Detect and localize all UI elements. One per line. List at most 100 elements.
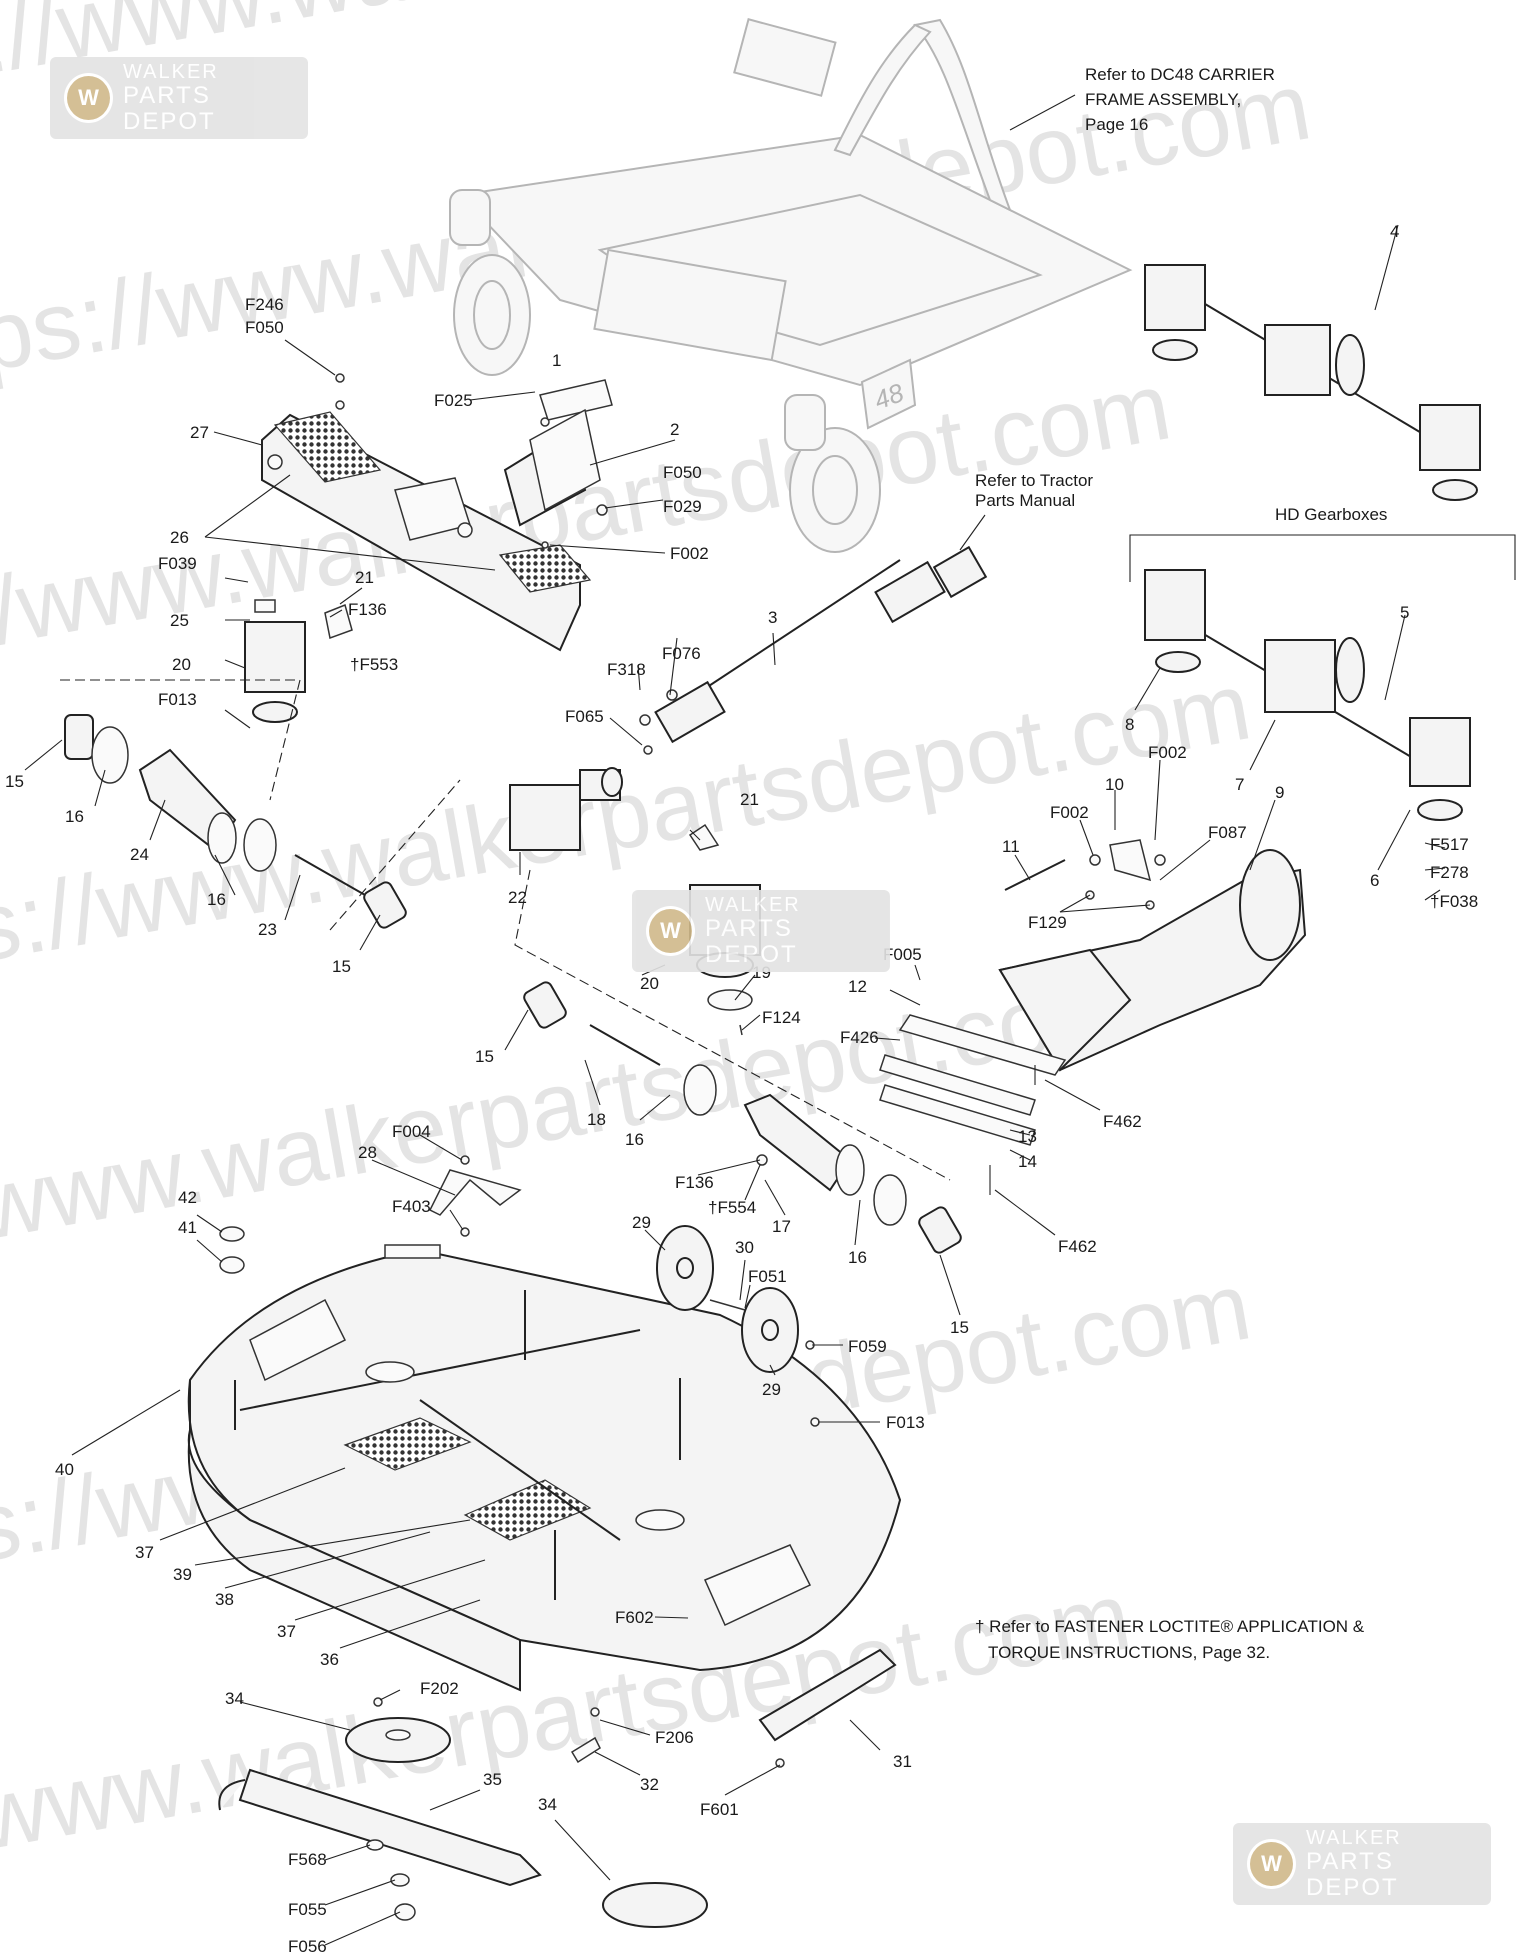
callout-label: 23 <box>258 920 277 939</box>
callout-label: 15 <box>332 957 351 976</box>
callout-label: 10 <box>1105 775 1124 794</box>
callout-label: F004 <box>392 1122 431 1141</box>
badge-top-text: WALKER <box>705 894 801 917</box>
callout-label: F136 <box>675 1173 714 1192</box>
callout-label: 20 <box>640 974 659 993</box>
walker-parts-depot-badge: W WALKER PARTS DEPOT <box>632 890 890 972</box>
callout-label: 41 <box>178 1218 197 1237</box>
callout-label: F136 <box>348 600 387 619</box>
callout-label: †F553 <box>350 655 398 674</box>
walker-logo-icon: W <box>1247 1839 1297 1889</box>
callout-label: F002 <box>670 544 709 563</box>
callout-label: 35 <box>483 1770 502 1789</box>
callout-label: F278 <box>1430 863 1469 882</box>
carrier-ref-line: Page 16 <box>1085 115 1148 134</box>
callout-label: 37 <box>277 1622 296 1641</box>
callout-label: 15 <box>5 772 24 791</box>
callout-label: 29 <box>632 1213 651 1232</box>
walker-logo-icon: W <box>646 906 696 956</box>
walker-parts-depot-badge: W WALKER PARTS DEPOT <box>1233 1823 1491 1905</box>
callout-label: F025 <box>434 391 473 410</box>
callout-label: 8 <box>1125 715 1134 734</box>
callout-label: 16 <box>848 1248 867 1267</box>
watermark-text: https://www.walkerpartsdepot.com <box>0 952 1138 1310</box>
callout-label: 7 <box>1235 775 1244 794</box>
blades-and-baffles <box>218 1648 897 1928</box>
carrier-frame: 48 <box>449 18 1133 553</box>
callout-label: F568 <box>288 1850 327 1869</box>
callout-label: 36 <box>320 1650 339 1669</box>
badge-top-text: WALKER <box>1306 1827 1402 1850</box>
callout-label: 31 <box>893 1752 912 1771</box>
left-gearbox-assembly <box>60 599 461 931</box>
callout-label: 4 <box>1390 222 1399 241</box>
callout-label: F087 <box>1208 823 1247 842</box>
gearbox-assembly-hd <box>1129 534 1516 821</box>
callout-labels: F246 F050 1 F025 27 2 F050 F029 F002 26 … <box>5 222 1478 1955</box>
belt-cover <box>261 411 592 652</box>
callout-label: F517 <box>1430 835 1469 854</box>
callout-label: F462 <box>1058 1237 1097 1256</box>
callout-label: 6 <box>1370 871 1379 890</box>
callout-label: F059 <box>848 1337 887 1356</box>
center-shafts <box>523 981 962 1254</box>
callout-label: 5 <box>1400 603 1409 622</box>
badge-bottom-text: PARTS DEPOT <box>705 915 798 968</box>
callout-label: 24 <box>130 845 149 864</box>
callout-label: F005 <box>883 945 922 964</box>
callout-label: 34 <box>538 1795 557 1814</box>
callout-label: F602 <box>615 1608 654 1627</box>
chute-assembly <box>879 839 1307 1195</box>
callout-label: 39 <box>173 1565 192 1584</box>
callout-label: 21 <box>740 790 759 809</box>
walker-parts-depot-badge: W WALKER PARTS DEPOT <box>50 57 308 139</box>
callout-label: 38 <box>215 1590 234 1609</box>
callout-label: †F038 <box>1430 892 1478 911</box>
callout-label: 26 <box>170 528 189 547</box>
callout-label: 40 <box>55 1460 74 1479</box>
hd-gearboxes-label: HD Gearboxes <box>1275 505 1387 524</box>
callout-label: F462 <box>1103 1112 1142 1131</box>
loctite-note-line: † Refer to FASTENER LOCTITE® APPLICATION… <box>975 1617 1365 1636</box>
callout-label: 32 <box>640 1775 659 1794</box>
callout-label: F318 <box>607 660 646 679</box>
callout-label: F002 <box>1050 803 1089 822</box>
callout-label: F013 <box>886 1413 925 1432</box>
drive-shaft <box>639 545 988 755</box>
callout-label: F029 <box>663 497 702 516</box>
callout-label: 12 <box>848 977 867 996</box>
callout-label: F050 <box>663 463 702 482</box>
walker-logo-icon: W <box>64 73 114 123</box>
callout-label: 16 <box>65 807 84 826</box>
callout-label: 2 <box>670 420 679 439</box>
callout-label: 13 <box>1018 1127 1037 1146</box>
callout-label: F039 <box>158 554 197 573</box>
callout-label: F206 <box>655 1728 694 1747</box>
callout-label: 20 <box>172 655 191 674</box>
callout-label: F076 <box>662 644 701 663</box>
callout-label: 3 <box>768 608 777 627</box>
loctite-note-line: TORQUE INSTRUCTIONS, Page 32. <box>988 1643 1270 1662</box>
callout-label: F202 <box>420 1679 459 1698</box>
leader-lines <box>24 94 1446 1946</box>
callout-label: 27 <box>190 423 209 442</box>
callout-label: 15 <box>475 1047 494 1066</box>
callout-label: †F554 <box>708 1198 756 1217</box>
small-hardware-top <box>335 373 613 549</box>
callout-label: 22 <box>508 888 527 907</box>
callout-label: F002 <box>1148 743 1187 762</box>
callout-label: 16 <box>207 890 226 909</box>
reference-notes: Refer to DC48 CARRIER FRAME ASSEMBLY, Pa… <box>975 65 1387 1662</box>
callout-label: 9 <box>1275 783 1284 802</box>
callout-label: F065 <box>565 707 604 726</box>
callout-label: 34 <box>225 1689 244 1708</box>
callout-label: F055 <box>288 1900 327 1919</box>
carrier-ref-line: FRAME ASSEMBLY, <box>1085 90 1241 109</box>
callout-label: 42 <box>178 1188 197 1207</box>
badge-bottom-text: PARTS DEPOT <box>123 82 216 135</box>
callout-label: 18 <box>587 1110 606 1129</box>
mower-deck <box>187 1244 902 1692</box>
callout-label: 14 <box>1018 1152 1037 1171</box>
callout-label: F601 <box>700 1800 739 1819</box>
